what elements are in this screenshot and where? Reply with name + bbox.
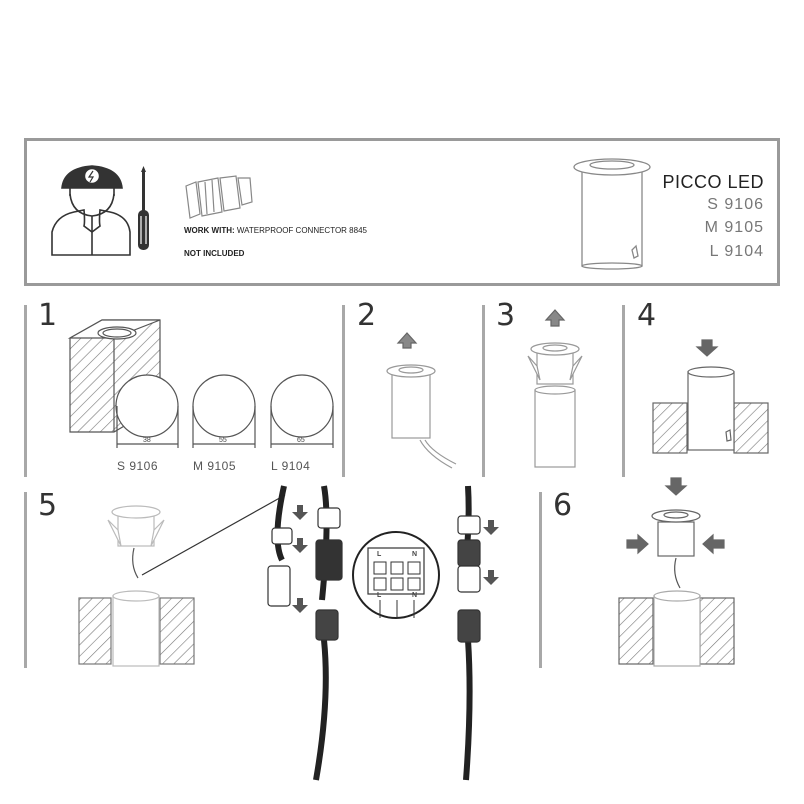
step5-diagram (78, 494, 286, 667)
step6-diagram (618, 477, 735, 667)
connector-icon (185, 175, 253, 219)
terminal-top-n: N (412, 551, 418, 558)
terminal-bottom-l: L (377, 592, 382, 599)
terminal-bottom-n: N (412, 592, 418, 599)
label-large: L 9104 (271, 459, 311, 473)
step-number-1: 1 (38, 298, 58, 333)
separator (539, 492, 542, 668)
step-number-2: 2 (357, 298, 377, 333)
code-l: L 9104 (709, 243, 764, 260)
step3-diagram (527, 309, 583, 468)
dim-large: 65 (297, 437, 305, 444)
separator (24, 305, 27, 477)
step-number-6: 6 (553, 488, 573, 523)
code-s: S 9106 (707, 196, 764, 213)
not-included-note: NOT INCLUDED (184, 249, 245, 258)
separator (342, 305, 345, 477)
separator (622, 305, 625, 477)
code-m: M 9105 (704, 219, 764, 236)
screwdriver-icon (138, 166, 149, 250)
step-number-5: 5 (38, 488, 58, 523)
product-title: PICCO LED (662, 172, 764, 192)
label-small: S 9106 (117, 459, 159, 473)
terminal-top-l: L (377, 551, 382, 558)
dim-medium: 55 (219, 437, 227, 444)
header-box (24, 138, 780, 286)
work-with-note: WORK WITH: WATERPROOF CONNECTOR 8845 (184, 226, 367, 235)
label-medium: M 9105 (193, 459, 237, 473)
step-number-3: 3 (496, 298, 516, 333)
separator (24, 492, 27, 668)
step4-diagram (652, 339, 769, 454)
step1-diagram (67, 319, 334, 448)
electrician-icon (51, 165, 131, 256)
product-icon (573, 158, 651, 270)
step2-diagram (386, 332, 457, 469)
step5-wiring (267, 485, 499, 781)
dim-small: 38 (143, 437, 151, 444)
separator (482, 305, 485, 477)
step-number-4: 4 (637, 298, 657, 333)
